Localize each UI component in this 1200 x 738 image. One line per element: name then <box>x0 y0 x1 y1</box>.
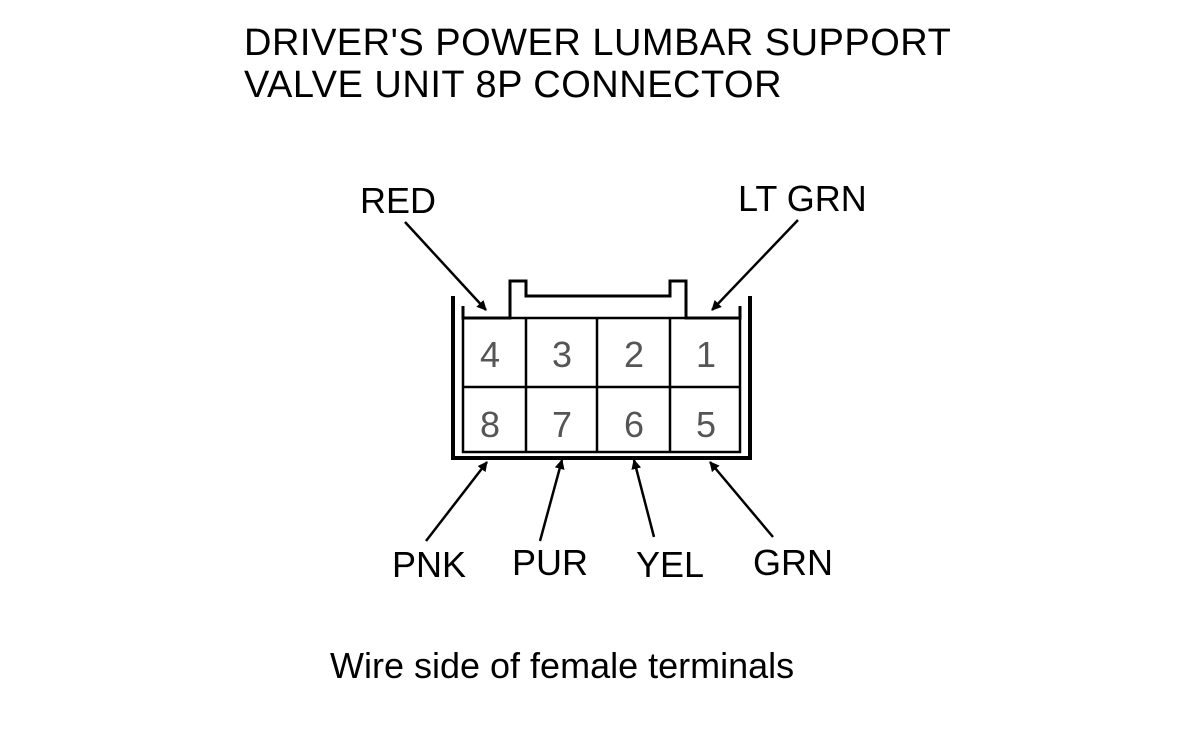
wire-label-lt-grn: LT GRN <box>738 178 867 219</box>
wire-label-pnk: PNK <box>392 544 466 585</box>
pnk-wire-arrow <box>425 461 488 542</box>
view-caption: Wire side of female terminals <box>330 645 795 686</box>
pur-wire-arrow <box>538 459 565 542</box>
pin-5-label: 5 <box>696 404 716 445</box>
connector-body <box>451 279 752 460</box>
pin-6-label: 6 <box>624 404 644 445</box>
grn-wire-arrow <box>709 461 774 538</box>
pin-4-label: 4 <box>480 334 500 375</box>
pin-7-label: 7 <box>552 404 572 445</box>
pin-1-label: 1 <box>696 334 716 375</box>
lt-grn-wire-arrow <box>711 219 799 311</box>
wire-label-pur: PUR <box>512 542 588 583</box>
pin-8-label: 8 <box>480 404 500 445</box>
yel-wire-arrow <box>631 459 656 538</box>
title-line-2: VALVE UNIT 8P CONNECTOR <box>244 64 783 106</box>
wire-label-yel: YEL <box>636 544 704 585</box>
wire-label-grn: GRN <box>753 542 833 583</box>
pin-3-label: 3 <box>552 334 572 375</box>
title-line-1: DRIVER'S POWER LUMBAR SUPPORT <box>244 22 952 64</box>
wire-label-red: RED <box>360 180 436 221</box>
red-wire-arrow <box>404 221 487 311</box>
diagram-title: DRIVER'S POWER LUMBAR SUPPORT VALVE UNIT… <box>244 22 951 106</box>
pin-2-label: 2 <box>624 334 644 375</box>
